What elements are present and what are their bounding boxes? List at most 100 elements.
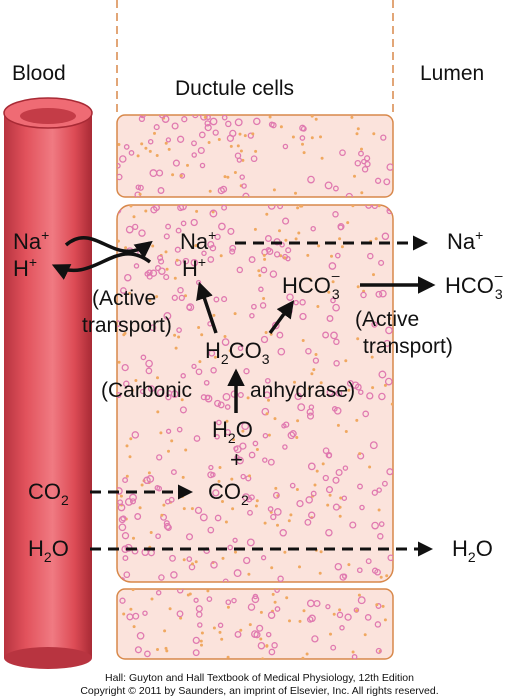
cell-texture-dot (263, 521, 267, 525)
cell-texture-dot (353, 174, 356, 178)
cell-texture-dot (231, 597, 237, 604)
cell-texture-dot (201, 250, 207, 257)
cell-texture-dot (219, 254, 223, 258)
active-transport-right-1: (Active (355, 308, 419, 331)
cell-texture-dot (282, 217, 290, 225)
cell-texture-dot (136, 154, 140, 158)
cell-texture-dot (377, 205, 381, 208)
cell-texture-dot (180, 495, 184, 498)
cell-texture-dot (372, 273, 375, 277)
cell-texture-dot (374, 177, 382, 184)
cell-texture-dot (301, 142, 304, 146)
cell-texture-dot (160, 513, 168, 521)
header-lumen: Lumen (420, 62, 484, 85)
cell-texture-dot (370, 355, 374, 359)
cell-texture-dot (144, 209, 148, 213)
cell-texture-dot (308, 511, 316, 519)
cell-texture-dot (184, 448, 188, 452)
cell-texture-dot (355, 418, 359, 422)
cell-texture-dot (192, 115, 199, 119)
cell-texture-dot (118, 516, 126, 524)
cell-texture-dot (140, 354, 147, 361)
hco3-cell-label: HCO3– (282, 267, 340, 302)
cell-texture-dot (129, 437, 133, 441)
cell-texture-dot (191, 363, 197, 370)
cell-texture-dot (356, 337, 360, 341)
cell-texture-dot (330, 297, 336, 304)
cell-texture-dot (344, 613, 352, 621)
cell-texture-dot (289, 513, 293, 517)
cell-texture-dot (248, 494, 255, 501)
cell-texture-dot (387, 554, 393, 562)
cell-texture-dot (327, 290, 331, 294)
cell-texture-dot (318, 571, 322, 575)
cell-texture-dot (265, 412, 269, 416)
cell-texture-dot (332, 303, 340, 312)
cell-texture-dot (169, 554, 176, 562)
cell-texture-dot (297, 231, 301, 235)
cell-texture-dot (123, 571, 131, 579)
anhydrase-label: anhydrase) (250, 379, 355, 402)
cell-texture-dot (209, 117, 218, 126)
cell-texture-dot (126, 613, 134, 621)
cell-texture-dot (265, 212, 269, 216)
cell-texture-dot (273, 600, 277, 604)
cell-texture-dot (179, 406, 187, 414)
cell-texture-dot (200, 631, 204, 635)
cell-texture-dot (195, 209, 199, 213)
na-h-exchanger-arrows (51, 236, 153, 280)
cell-texture-dot (212, 489, 220, 497)
cell-texture-dot (180, 373, 186, 379)
cell-texture-dot (381, 480, 388, 487)
cell-texture-dot (218, 222, 226, 231)
cell-texture-dot (138, 506, 142, 510)
cell-texture-dot (134, 379, 138, 382)
cell-texture-dot (198, 360, 202, 364)
cell-texture-dot (239, 174, 245, 180)
cell-texture-dot (117, 239, 120, 243)
cell-texture-dot (359, 504, 365, 511)
cell-texture-dot (295, 488, 299, 491)
cell-texture-dot (175, 227, 182, 234)
cell-texture-dot (151, 244, 155, 248)
cell-texture-dot (192, 636, 200, 645)
cell-texture-dot (328, 262, 337, 270)
cell-texture-dot (269, 332, 273, 336)
cell-texture-dot (342, 465, 349, 471)
cell-texture-dot (233, 312, 237, 316)
h2co3-to-hco3-arrow (268, 300, 295, 335)
cell-texture-dot (228, 349, 232, 353)
cell-texture-dot (229, 248, 236, 255)
cell-texture-dot (267, 433, 271, 437)
cell-texture-dot (385, 574, 389, 578)
cell-texture-dot (155, 533, 161, 540)
cell-texture-dot (171, 173, 175, 177)
cell-texture-dot (316, 305, 320, 308)
cell-texture-dot (319, 550, 323, 554)
cell-texture-dot (148, 299, 152, 303)
cell-texture-dot (299, 205, 303, 208)
cell-texture-dot (200, 394, 207, 401)
cell-texture-dot (149, 269, 158, 277)
cell-texture-dot (345, 192, 354, 197)
cell-texture-dot (253, 631, 261, 639)
cell-texture-dot (124, 246, 128, 250)
cell-texture-dot (270, 566, 274, 570)
cell-texture-dot (273, 251, 281, 258)
cell-texture-dot (375, 647, 382, 654)
cell-texture-dot (236, 157, 242, 163)
cell-texture-dot (229, 244, 237, 252)
cell-texture-dot (192, 649, 200, 657)
cell-texture-dot (134, 513, 142, 520)
cell-texture-dot (354, 159, 362, 167)
cell-texture-dot (182, 257, 190, 265)
cell-texture-dot (232, 537, 238, 543)
hco3-lumen-label: HCO3– (445, 267, 503, 302)
cell-texture-dot (344, 359, 348, 363)
cell-texture-dot (203, 379, 210, 386)
cell-texture-dot (125, 474, 129, 478)
cell-texture-dot (241, 158, 245, 162)
cell-texture-dot (218, 466, 222, 469)
cell-texture-dot (364, 160, 371, 168)
cell-texture-dot (164, 141, 168, 145)
